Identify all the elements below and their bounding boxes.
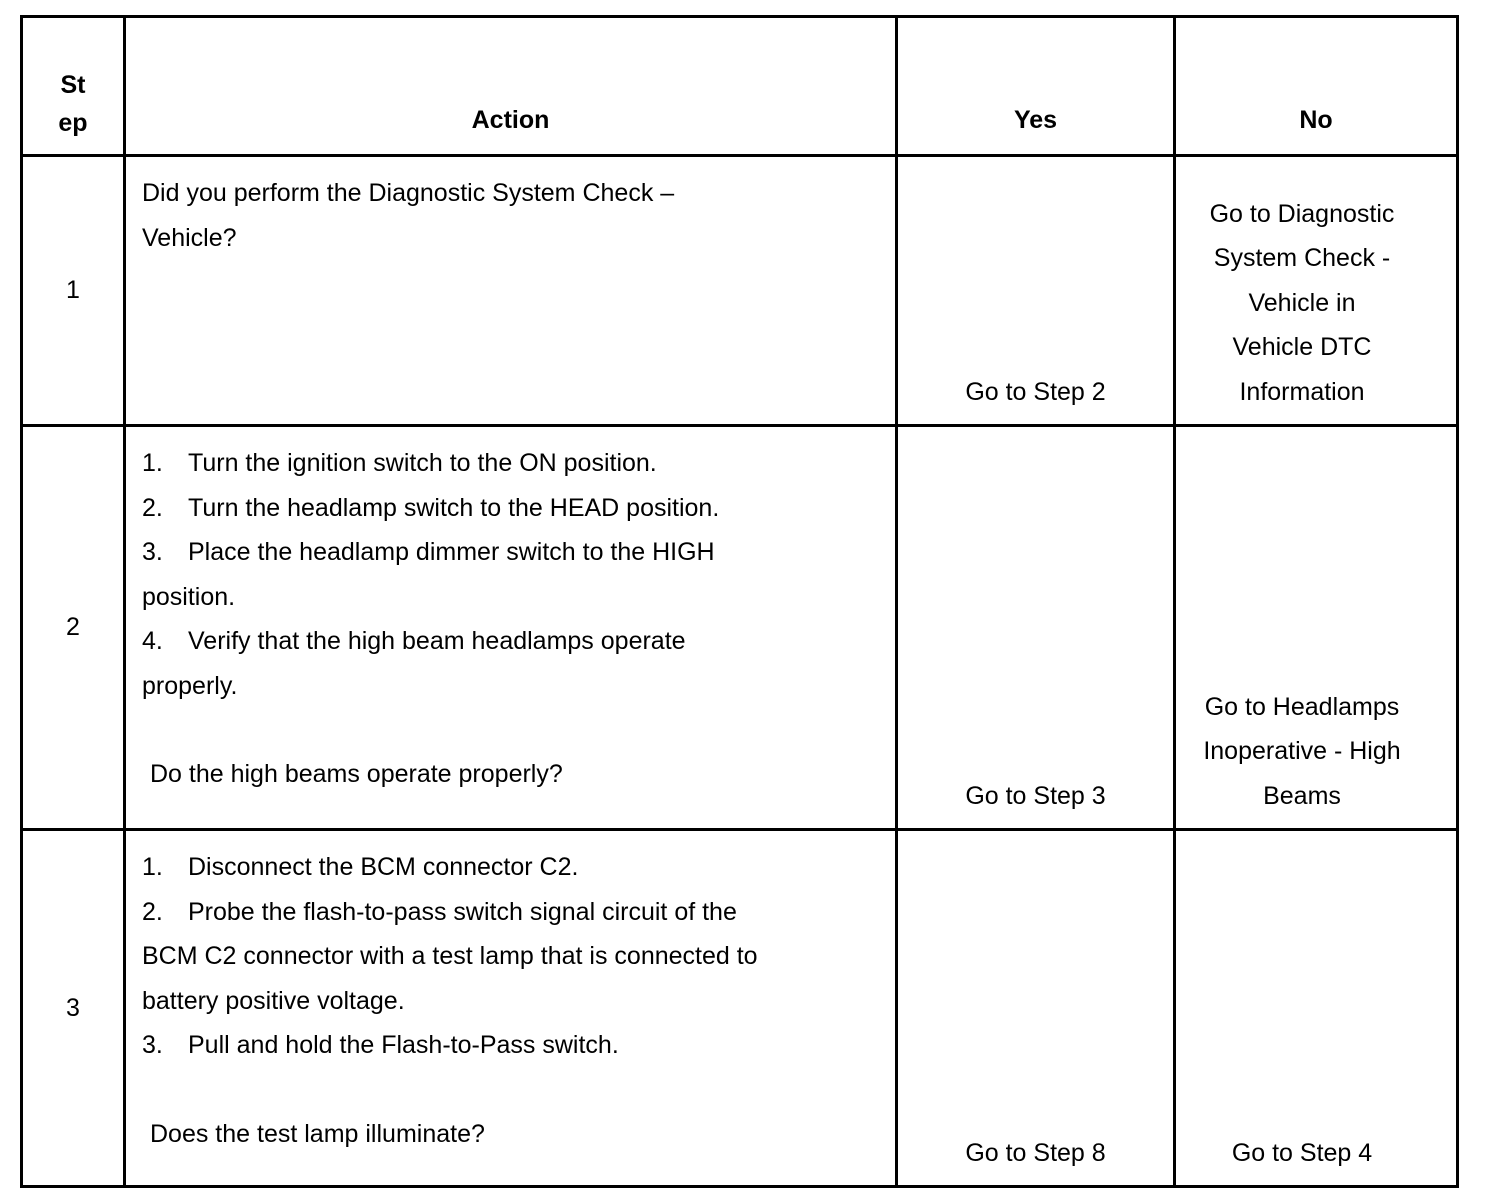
action-item: 1. Turn the ignition switch to the ON pos… xyxy=(142,441,877,486)
spacer xyxy=(142,1068,877,1112)
item-text: Pull and hold the Flash-to-Pass switch. xyxy=(188,1031,619,1059)
diagnostic-table-frame: St ep Action Yes No 1 Did you perform th… xyxy=(20,15,1459,1188)
no-line: Go to Diagnostic xyxy=(1209,199,1395,228)
no-cell: Go to Headlamps Inoperative - High Beams xyxy=(1173,424,1459,831)
action-item: 4. Verify that the high beam headlamps op… xyxy=(142,619,877,664)
item-number: 1. xyxy=(142,449,163,477)
table-row: 2 1. Turn the ignition switch to the ON p… xyxy=(20,424,1459,831)
no-line: Inoperative - High xyxy=(1203,737,1401,765)
yes-cell: Go to Step 8 xyxy=(895,828,1176,1188)
item-text: Disconnect the BCM connector C2. xyxy=(188,853,579,881)
action-item: 2. Turn the headlamp switch to the HEAD p… xyxy=(142,486,877,531)
step-number: 3 xyxy=(20,828,126,1188)
action-item-continuation: BCM C2 connector with a test lamp that i… xyxy=(142,942,758,970)
item-text: Verify that the high beam headlamps oper… xyxy=(188,627,686,655)
no-line: Information xyxy=(1239,377,1365,406)
no-line: System Check - xyxy=(1213,244,1391,272)
no-cell: Go to Step 4 xyxy=(1173,828,1459,1188)
no-line: Go to Step 4 xyxy=(1231,1138,1373,1167)
diagnostic-table: St ep Action Yes No 1 Did you perform th… xyxy=(20,15,1459,1188)
action-cell: 1. Disconnect the BCM connector C2. 2. Pro… xyxy=(123,828,898,1188)
spacer xyxy=(142,708,877,752)
header-action: Action xyxy=(123,15,898,157)
yes-cell: Go to Step 3 xyxy=(895,424,1176,831)
step-number: 1 xyxy=(20,154,126,427)
item-text: Probe the flash-to-pass switch signal ci… xyxy=(188,897,737,926)
action-item: 1. Disconnect the BCM connector C2. xyxy=(142,845,877,890)
action-item-continuation: battery positive voltage. xyxy=(142,986,405,1015)
action-item-continuation: properly. xyxy=(142,671,238,700)
action-item: 3. Place the headlamp dimmer switch to th… xyxy=(142,530,877,575)
step-number: 2 xyxy=(20,424,126,831)
item-number: 2. xyxy=(142,493,163,522)
action-line: Did you perform the Diagnostic System Ch… xyxy=(142,179,675,207)
no-line: Vehicle DTC xyxy=(1232,333,1372,361)
action-cell: 1. Turn the ignition switch to the ON pos… xyxy=(123,424,898,831)
action-question: Do the high beams operate properly? xyxy=(150,760,563,788)
header-step-line-2: ep xyxy=(58,109,88,137)
action-item-continuation: position. xyxy=(142,582,236,611)
header-yes: Yes xyxy=(895,15,1176,157)
action-item: 3. Pull and hold the Flash-to-Pass switch… xyxy=(142,1023,877,1068)
no-line: Vehicle in xyxy=(1248,288,1356,317)
action-question: Does the test lamp illuminate? xyxy=(150,1119,485,1148)
item-text: Turn the headlamp switch to the HEAD pos… xyxy=(188,493,720,522)
header-step: St ep xyxy=(20,15,126,157)
item-number: 1. xyxy=(142,853,163,881)
table-row: 3 1. Disconnect the BCM connector C2. 2. P… xyxy=(20,828,1459,1188)
item-text: Place the headlamp dimmer switch to the … xyxy=(188,538,715,566)
action-line: Vehicle? xyxy=(142,223,237,252)
no-line: Go to Headlamps xyxy=(1204,692,1400,721)
action-cell: Did you perform the Diagnostic System Ch… xyxy=(123,154,898,427)
yes-cell: Go to Step 2 xyxy=(895,154,1176,427)
header-no: No xyxy=(1173,15,1459,157)
table-row: 1 Did you perform the Diagnostic System … xyxy=(20,154,1459,427)
item-number: 3. xyxy=(142,538,163,566)
no-line: Beams xyxy=(1263,781,1341,810)
item-number: 4. xyxy=(142,627,163,655)
item-text: Turn the ignition switch to the ON posit… xyxy=(188,449,657,477)
header-row: St ep Action Yes No xyxy=(20,15,1459,157)
action-item: 2. Probe the flash-to-pass switch signal … xyxy=(142,890,877,935)
no-cell: Go to Diagnostic System Check - Vehicle … xyxy=(1173,154,1459,427)
item-number: 2. xyxy=(142,897,163,926)
header-step-line-1: St xyxy=(60,71,86,99)
item-number: 3. xyxy=(142,1031,163,1059)
